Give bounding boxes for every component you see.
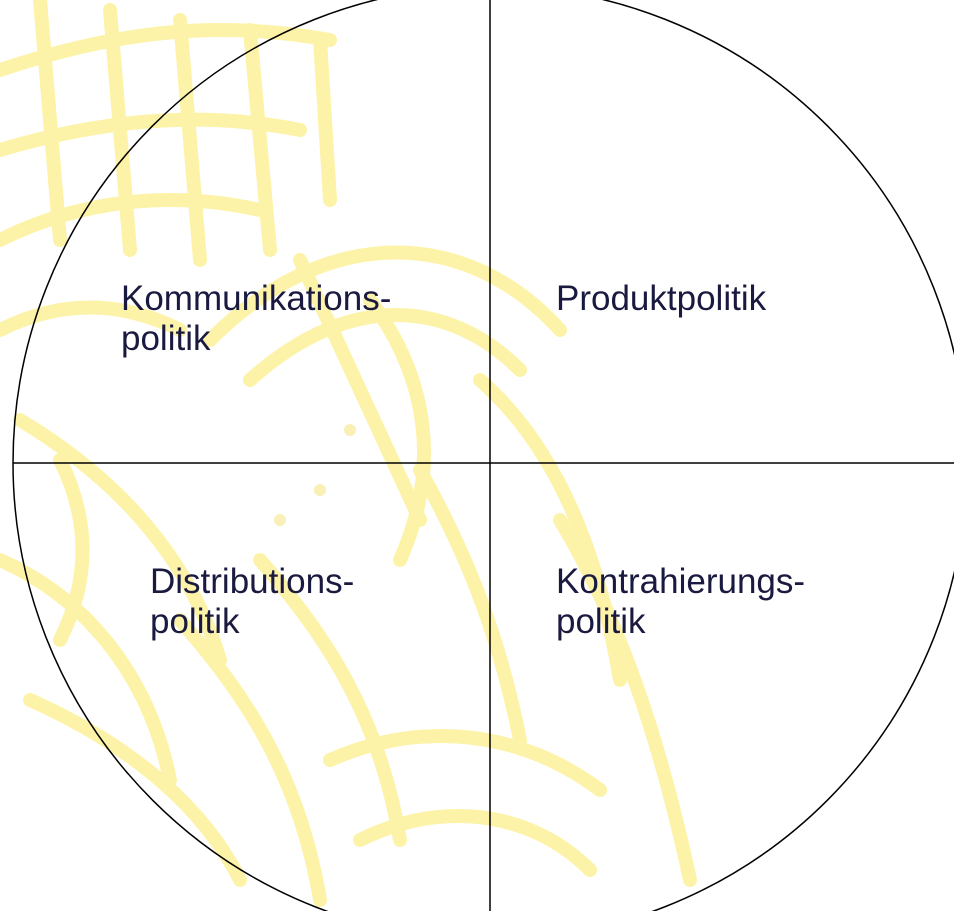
label-line-2: politik bbox=[556, 602, 646, 641]
quadrant-label-kontrahierungspolitik: Kontrahierungs- politik bbox=[556, 562, 805, 642]
quadrant-label-produktpolitik: Produktpolitik bbox=[556, 279, 766, 319]
label-line-1: Kontrahierungs- bbox=[556, 562, 806, 601]
label-line-1: Kommunikations- bbox=[121, 279, 392, 318]
label-line-2: politik bbox=[121, 319, 211, 358]
quadrant-label-kommunikationspolitik: Kommunikations- politik bbox=[121, 279, 391, 359]
label-line-2: politik bbox=[150, 602, 240, 641]
label-line-1: Produktpolitik bbox=[556, 279, 767, 318]
label-line-1: Distributions- bbox=[150, 562, 355, 601]
quadrant-label-distributionspolitik: Distributions- politik bbox=[150, 562, 354, 642]
